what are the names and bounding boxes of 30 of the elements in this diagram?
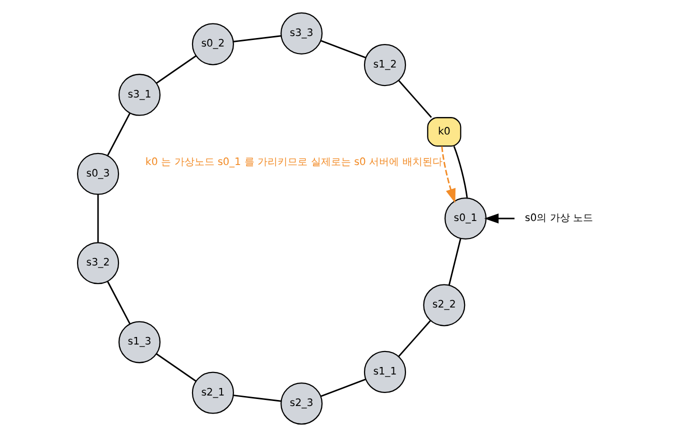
connector [398,320,430,358]
connector [320,40,366,58]
connector [106,112,130,156]
connector [156,353,196,382]
node-circle: s2_1 [191,372,234,414]
node-circle: s0_2 [191,23,234,66]
connector [106,281,130,324]
node-circle: s1_2 [363,44,406,86]
node-circle: s1_3 [118,321,160,364]
node-circle: s0_1 [444,197,486,240]
node-circle: s3_3 [280,12,322,54]
edge-label: k0 는 가상노드 s0_1 를 가리키므로 실제로는 s0 서버에 배치된다 [144,156,442,168]
connector [156,55,196,84]
connector [232,394,281,402]
connector [320,378,366,397]
node-circle: s1_1 [363,350,406,393]
node-circle: s0_3 [76,152,119,195]
node-box: k0 [426,117,461,147]
node-circle: s3_1 [118,74,160,116]
connector [232,35,281,42]
arrow [484,213,514,224]
connector [452,146,468,198]
node-circle: s2_3 [280,382,322,425]
connector [96,194,98,242]
arrow [440,146,456,204]
connector [398,80,432,118]
connector [448,238,461,286]
node-text: s0의 가상 노드 [524,212,593,224]
node-circle: s3_2 [76,242,119,284]
node-circle: s2_2 [422,284,465,326]
